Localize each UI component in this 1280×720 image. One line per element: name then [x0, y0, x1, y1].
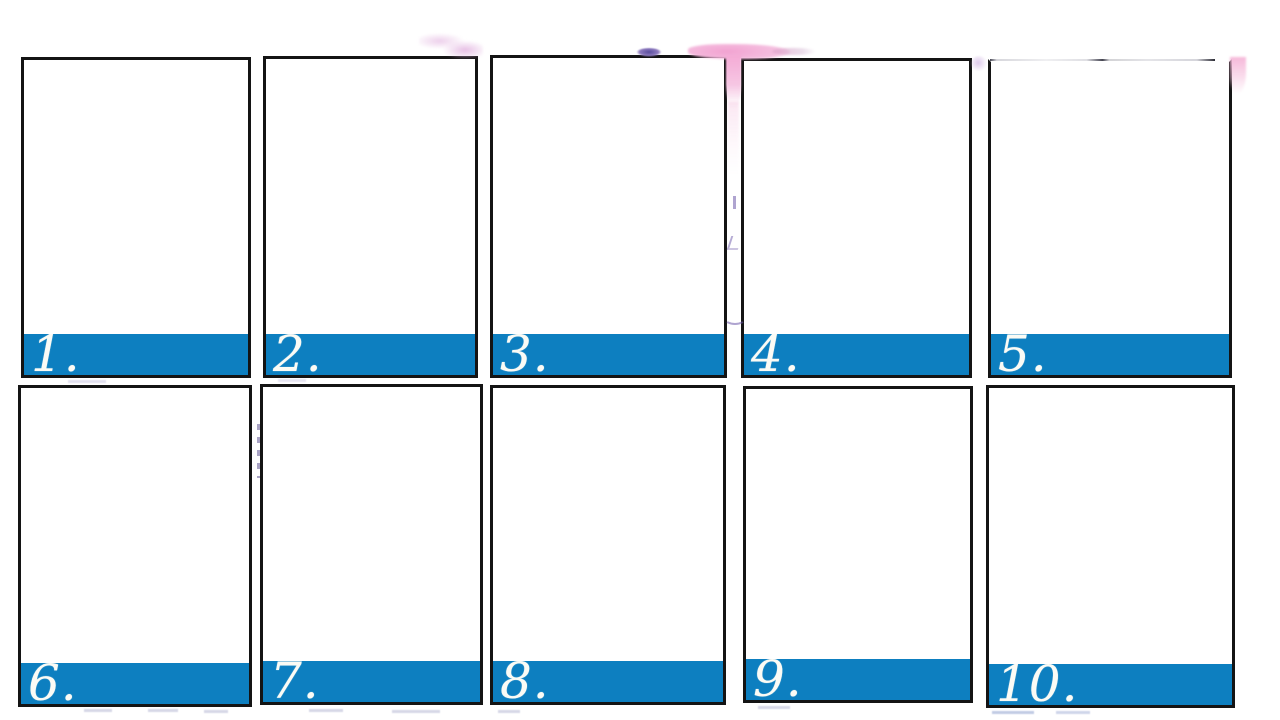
card-frame-1: 1. — [21, 57, 251, 379]
card-frame-10: 10. — [986, 385, 1235, 709]
residue-dash — [392, 710, 440, 713]
pink-drip-fade-smudge — [728, 102, 739, 174]
card-number-bar: 7. — [263, 656, 480, 706]
card-number-label: 7. — [270, 652, 320, 710]
card-number-bar: 4. — [744, 329, 969, 379]
residue-dash — [498, 710, 520, 713]
card-number-bar: 8. — [493, 656, 723, 706]
pink-drip-smudge — [726, 55, 741, 109]
card-number-label: 3. — [500, 325, 550, 383]
purple-dash-mark — [726, 236, 743, 250]
card-number-label: 1. — [31, 325, 81, 383]
card-frame-9: 9. — [743, 386, 973, 704]
residue-dash — [84, 709, 112, 712]
card-frame-7: 7. — [260, 384, 483, 706]
pink-corner-smudge — [1230, 57, 1246, 94]
lavender-dot-smudge — [971, 56, 987, 71]
card-frame-4: 4. — [741, 58, 972, 379]
card-frame-6: 6. — [18, 385, 252, 708]
card-number-bar: 2. — [266, 329, 475, 379]
card-number-bar: 3. — [493, 329, 724, 379]
card-frame-2: 2. — [263, 56, 478, 379]
card-number-label: 5. — [998, 325, 1048, 383]
card-number-label: 8. — [500, 652, 550, 710]
pink-squiggle-smudge — [419, 33, 483, 58]
card-frame-5: 5. — [988, 59, 1232, 379]
purple-dash-mark — [733, 196, 736, 209]
card-number-bar: 9. — [746, 654, 970, 704]
card-number-label: 10. — [996, 655, 1079, 713]
card-number-label: 6. — [28, 654, 78, 712]
card-number-bar: 6. — [21, 658, 249, 708]
card-number-label: 9. — [753, 650, 803, 708]
erased-border-trace — [990, 59, 1215, 61]
card-frame-8: 8. — [490, 385, 726, 706]
card-number-label: 4. — [751, 325, 801, 383]
residue-dash — [204, 710, 228, 713]
card-number-bar: 5. — [991, 329, 1229, 379]
card-frame-3: 3. — [490, 55, 727, 379]
card-number-bar: 1. — [24, 329, 248, 379]
card-number-bar: 10. — [989, 659, 1232, 709]
card-number-label: 2. — [273, 325, 323, 383]
pink-t-fade-smudge — [772, 48, 816, 55]
residue-dash — [148, 709, 178, 712]
